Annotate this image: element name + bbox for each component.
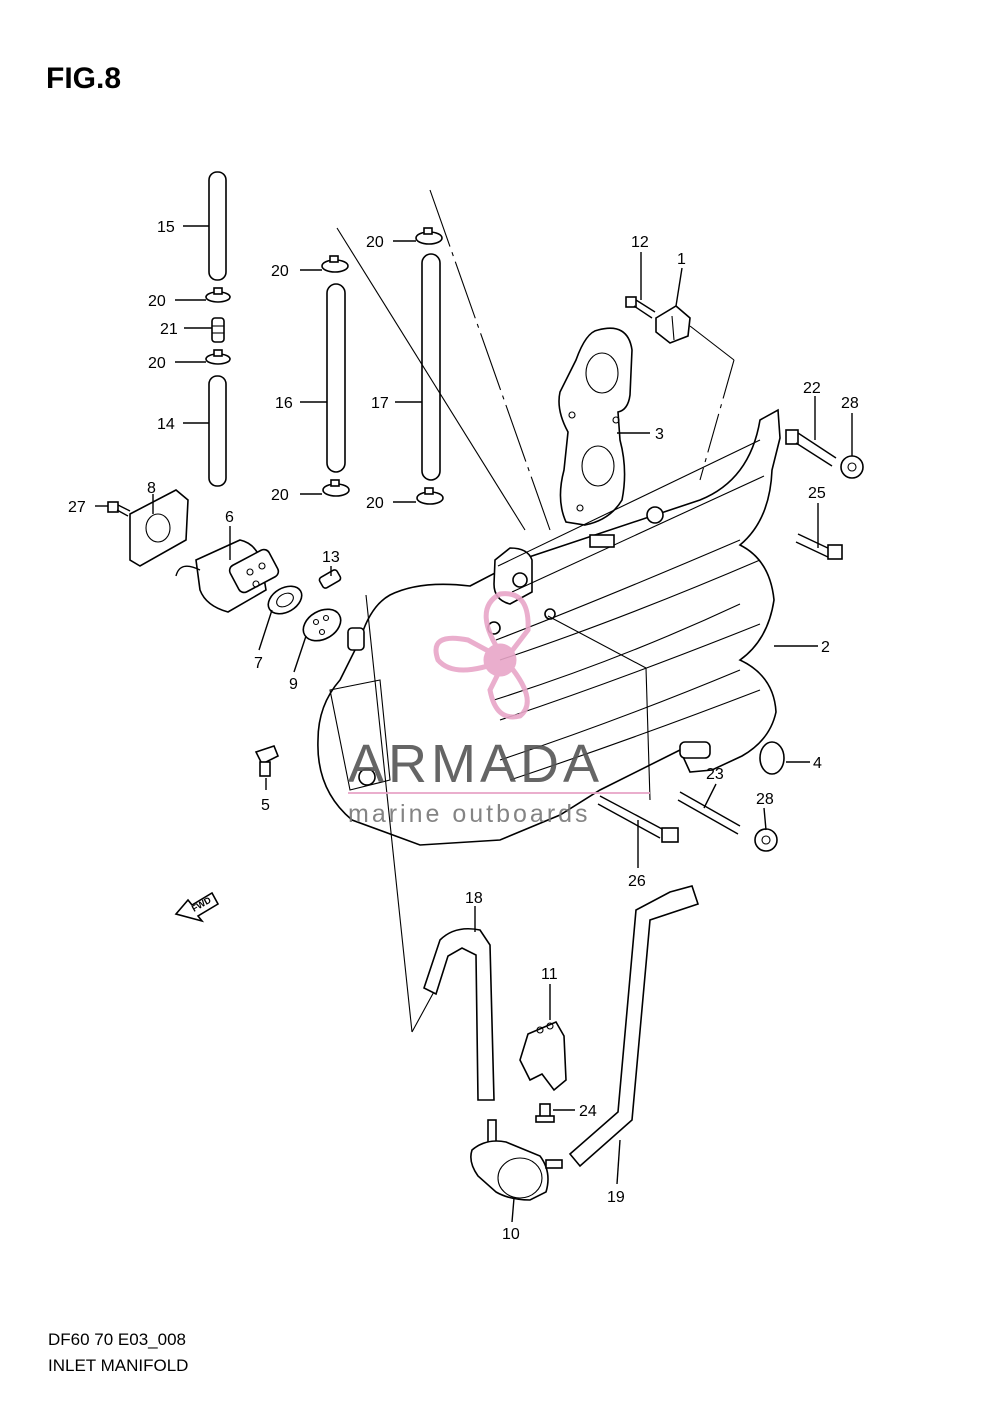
callout-13: 13 <box>322 549 340 566</box>
hose-clamp-20a <box>205 287 231 303</box>
sensor-6 <box>175 539 280 613</box>
nut-28b <box>754 828 778 852</box>
watermark-brand: ARMADA <box>348 734 603 794</box>
hose-clamp-20f <box>416 487 444 505</box>
hose-clamp-20e <box>415 227 443 245</box>
callout-15: 15 <box>157 219 175 236</box>
hose-19 <box>568 885 700 1168</box>
diagram-code: DF60 70 E03_008 <box>48 1330 186 1349</box>
callout-1: 1 <box>677 251 686 268</box>
callout-9: 9 <box>289 676 298 693</box>
fwd-arrow: FWD <box>174 891 220 923</box>
bolt-26 <box>597 795 679 843</box>
callout-27: 27 <box>68 499 86 516</box>
callout-20: 20 <box>366 234 384 251</box>
watermark-tagline: marine outboards <box>348 800 591 828</box>
nut-28a <box>840 455 864 479</box>
hose-16 <box>326 283 346 473</box>
hose-clamp-20d <box>322 479 350 497</box>
diagram-name: INLET MANIFOLD <box>48 1356 189 1375</box>
fuel-filter-10 <box>470 1119 563 1201</box>
fitting <box>347 627 365 651</box>
callout-17: 17 <box>371 395 389 412</box>
bolt-23 <box>677 791 741 835</box>
callout-28: 28 <box>841 395 859 412</box>
bolt-12 <box>625 296 656 319</box>
callout-18: 18 <box>465 890 483 907</box>
callout-6: 6 <box>225 509 234 526</box>
figure-title: FIG.8 <box>46 62 122 95</box>
pin-13 <box>318 569 342 589</box>
callout-20: 20 <box>148 293 166 310</box>
callout-2: 2 <box>821 639 830 656</box>
hose-18 <box>423 927 495 1101</box>
callout-20: 20 <box>148 355 166 372</box>
bolt-25 <box>795 533 843 560</box>
propeller-logo-icon <box>433 591 531 720</box>
hose-17 <box>421 253 441 481</box>
callout-8: 8 <box>147 480 156 497</box>
cap-4 <box>759 741 785 775</box>
callout-11: 11 <box>541 966 558 983</box>
plug-5 <box>254 745 280 777</box>
screw-24 <box>535 1103 555 1123</box>
bracket-8 <box>129 489 189 567</box>
callout-10: 10 <box>502 1226 520 1243</box>
callout-23: 23 <box>706 766 724 783</box>
callout-3: 3 <box>655 426 664 443</box>
armada-watermark: ARMADA marine outboards <box>348 591 650 828</box>
hose-clamp-20b <box>205 349 231 365</box>
connector-21 <box>211 317 225 343</box>
hose-clamp-20c <box>321 255 349 273</box>
callout-22: 22 <box>803 380 821 397</box>
callout-12: 12 <box>631 234 649 251</box>
callout-28: 28 <box>756 791 774 808</box>
callout-24: 24 <box>579 1103 597 1120</box>
hose-15 <box>208 171 227 281</box>
callout-20: 20 <box>271 263 289 280</box>
bracket-1 <box>655 305 691 344</box>
callout-20: 20 <box>366 495 384 512</box>
gasket-9 <box>302 608 342 642</box>
gasket-3 <box>558 327 633 526</box>
gasket-7 <box>267 585 303 615</box>
callout-7: 7 <box>254 655 263 672</box>
callout-26: 26 <box>628 873 646 890</box>
callout-21: 21 <box>160 321 178 338</box>
callout-4: 4 <box>813 755 822 772</box>
clip-11 <box>519 1020 567 1092</box>
callout-14: 14 <box>157 416 175 433</box>
callout-20: 20 <box>271 487 289 504</box>
callout-16: 16 <box>275 395 293 412</box>
screw-27 <box>107 501 131 517</box>
hose-14 <box>208 375 227 487</box>
bolt-22 <box>785 429 837 467</box>
inlet-manifold-2 <box>317 408 781 846</box>
callout-5: 5 <box>261 797 270 814</box>
callout-19: 19 <box>607 1189 625 1206</box>
callout-25: 25 <box>808 485 826 502</box>
